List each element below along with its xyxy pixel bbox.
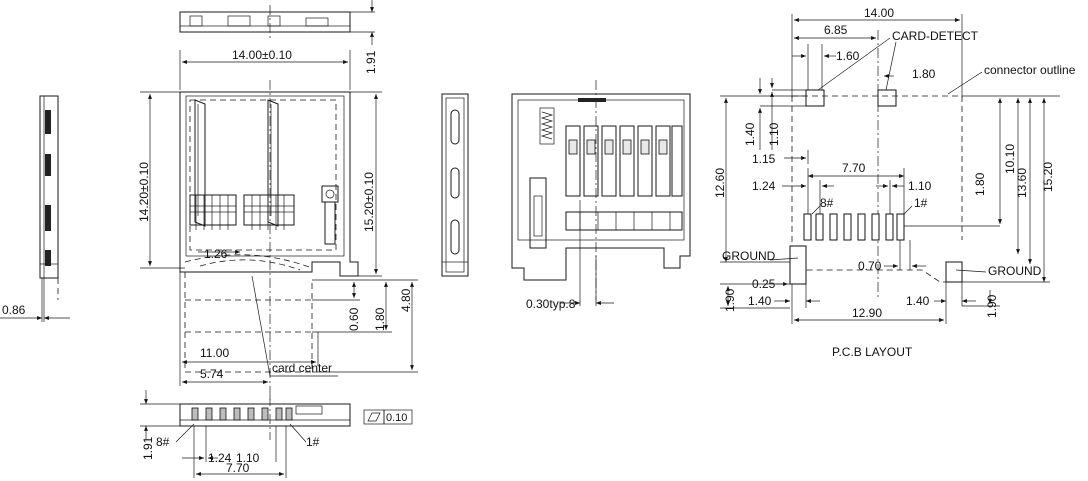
pcb-overall-width: 14.00 xyxy=(864,6,894,20)
dim-480: 4.80 xyxy=(399,288,413,312)
front-pitch-dim: 1.26 xyxy=(204,247,228,261)
pcb-d140-right: 1.40 xyxy=(906,294,930,308)
ground-left-label: GROUND xyxy=(722,249,776,263)
pcb-d070: 0.70 xyxy=(858,259,882,273)
dim-574: 5.74 xyxy=(200,367,224,381)
bottom-pin8-label: 8# xyxy=(156,435,170,449)
front-height-dim: 14.20±0.10 xyxy=(137,162,151,222)
pcb-d1290: 12.90 xyxy=(852,306,882,320)
left-thickness-dim: 0.86 xyxy=(2,303,26,317)
card-center-label: card center xyxy=(272,361,332,375)
pcb-d1260: 12.60 xyxy=(713,168,727,198)
front-view: 14.00±0.10 xyxy=(137,48,418,400)
bottom-pitch-dim: 1.24 xyxy=(208,451,232,465)
front-overall-height-dim: 15.20±0.10 xyxy=(362,172,376,232)
dim-180: 1.80 xyxy=(373,307,387,331)
pcb-d180-v: 1.80 xyxy=(973,172,987,196)
ground-right-label: GROUND xyxy=(988,264,1042,278)
pcb-d770: 7.70 xyxy=(842,161,866,175)
bottom-span-dim: 7.70 xyxy=(226,461,250,475)
top-profile-view: 1.91 xyxy=(179,0,378,74)
pcb-layout: 14.00 6.85 1.60 CARD-DETECT 1.80 connect… xyxy=(713,6,1076,359)
top-thickness-dim: 1.91 xyxy=(364,50,378,74)
pcb-pin8-label: 8# xyxy=(820,196,834,210)
pcb-d1360: 13.60 xyxy=(1015,168,1029,198)
front-width-dim: 14.00±0.10 xyxy=(232,48,292,62)
pcb-d180-top: 1.80 xyxy=(912,67,936,81)
pcb-d140-left: 1.40 xyxy=(748,294,772,308)
pcb-d190-right: 1.90 xyxy=(985,294,999,318)
dim-1100: 11.00 xyxy=(200,346,229,360)
bottom-view: 1.91 8# 1# 1.24 1.10 7.70 0.10 xyxy=(140,390,413,478)
pcb-d1520: 15.20 xyxy=(1041,162,1055,192)
bottom-pitch2-dim: 1.10 xyxy=(236,451,260,465)
bottom-pin1-label: 1# xyxy=(306,435,320,449)
pcb-d1010: 10.10 xyxy=(1003,144,1017,174)
left-side-view: 0.86 xyxy=(0,95,70,322)
pcb-d160: 1.60 xyxy=(836,49,860,63)
pcb-d110-v: 1.10 xyxy=(767,122,781,146)
pcb-pin1-label: 1# xyxy=(914,196,928,210)
right-side-view xyxy=(441,93,469,277)
bottom-height-dim: 1.91 xyxy=(141,436,155,460)
pcb-d190-left: 1.90 xyxy=(723,288,737,312)
back-view: 0.30typ.8 xyxy=(511,80,691,311)
pcb-d115: 1.15 xyxy=(752,152,776,166)
pcb-d110-h: 1.10 xyxy=(908,179,932,193)
pcb-d140: 1.40 xyxy=(743,122,757,146)
pcb-layout-title: P.C.B LAYOUT xyxy=(832,345,913,359)
back-typ-dim: 0.30typ.8 xyxy=(526,297,576,311)
dim-060: 0.60 xyxy=(347,307,361,331)
pcb-d685: 6.85 xyxy=(824,23,848,37)
card-detect-label: CARD-DETECT xyxy=(892,29,979,43)
pcb-d124: 1.24 xyxy=(752,179,776,193)
connector-outline-label: connector outline xyxy=(984,63,1076,77)
flatness-dim: 0.10 xyxy=(386,412,407,424)
